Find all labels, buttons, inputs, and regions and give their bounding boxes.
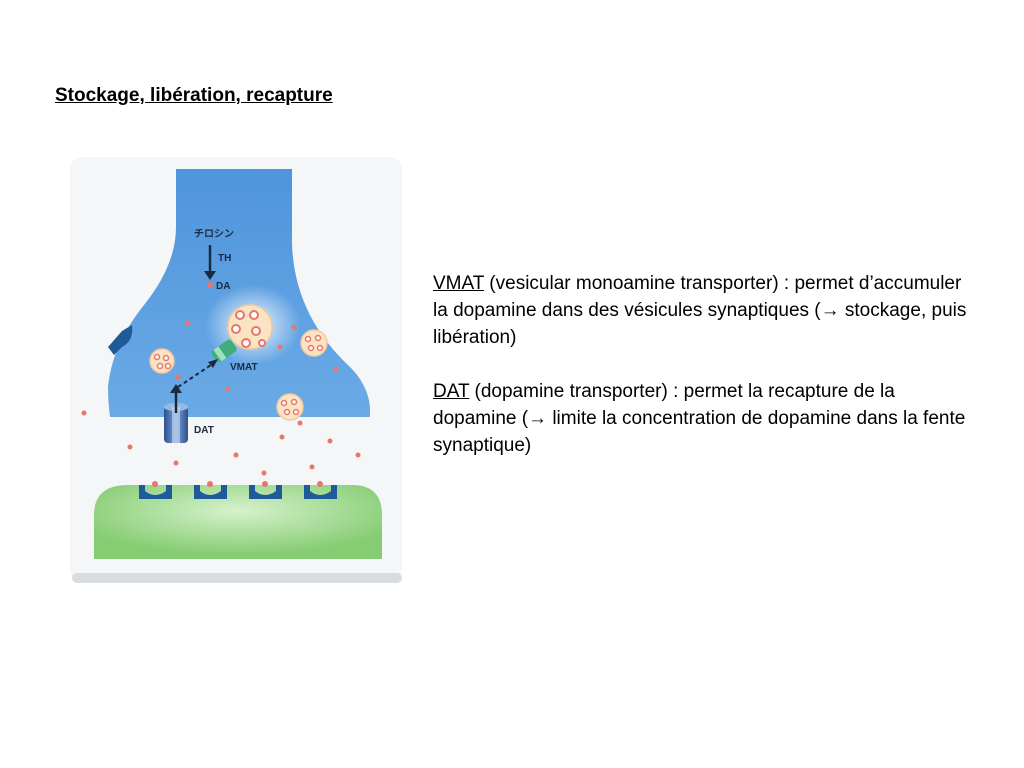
dat-description: (dopamine transporter) : permet la recap…: [433, 381, 966, 456]
dopamine-cytosol: [175, 320, 339, 392]
receptor-1: [139, 485, 172, 499]
receptor-2: [194, 485, 227, 499]
dopamine-cleft: [81, 410, 361, 476]
vesicle: [300, 329, 328, 357]
bound-dopamine: [207, 481, 213, 487]
vesicle: [276, 393, 304, 421]
synapse-diagram: チロシン TH DA VMAT DAT: [68, 155, 402, 587]
autoreceptor: [108, 325, 133, 355]
vmat-description: (vesicular monoamine transporter) : perm…: [433, 273, 967, 348]
dat-transporter: [164, 403, 188, 443]
dat-paragraph: DAT (dopamine transporter) : permet la r…: [433, 378, 973, 459]
vmat-uptake-arrow: [177, 362, 215, 388]
tyrosine-label: チロシン: [194, 228, 234, 240]
vmat-term: VMAT: [433, 273, 485, 294]
reuptake-arrow-head: [170, 384, 182, 393]
vmat-paragraph: VMAT (vesicular monoamine transporter) :…: [433, 270, 973, 351]
receptor-4: [304, 485, 337, 499]
explanation-text: VMAT (vesicular monoamine transporter) :…: [433, 270, 973, 459]
synthesis-arrow-head: [204, 271, 216, 280]
receptor-3: [249, 485, 282, 499]
dat-label: DAT: [194, 425, 214, 436]
bound-dopamine: [262, 481, 268, 487]
dopamine-molecule: [207, 282, 213, 288]
vmat-transporter: [211, 339, 237, 363]
th-label: TH: [218, 253, 231, 264]
figure-shadow: [72, 573, 402, 583]
vesicle-main: [227, 304, 273, 350]
da-label: DA: [216, 281, 230, 292]
postsynaptic-terminal: [94, 485, 382, 559]
vesicle: [149, 348, 175, 374]
dat-term: DAT: [433, 381, 470, 402]
vmat-label: VMAT: [230, 362, 258, 373]
synapse-svg: チロシン TH DA VMAT DAT: [70, 157, 402, 583]
postsynaptic-receptors: [139, 481, 337, 499]
bound-dopamine: [317, 481, 323, 487]
bound-dopamine: [152, 481, 158, 487]
vmat-uptake-arrow-head: [208, 359, 218, 368]
slide-title: Stockage, libération, recapture: [55, 85, 333, 106]
